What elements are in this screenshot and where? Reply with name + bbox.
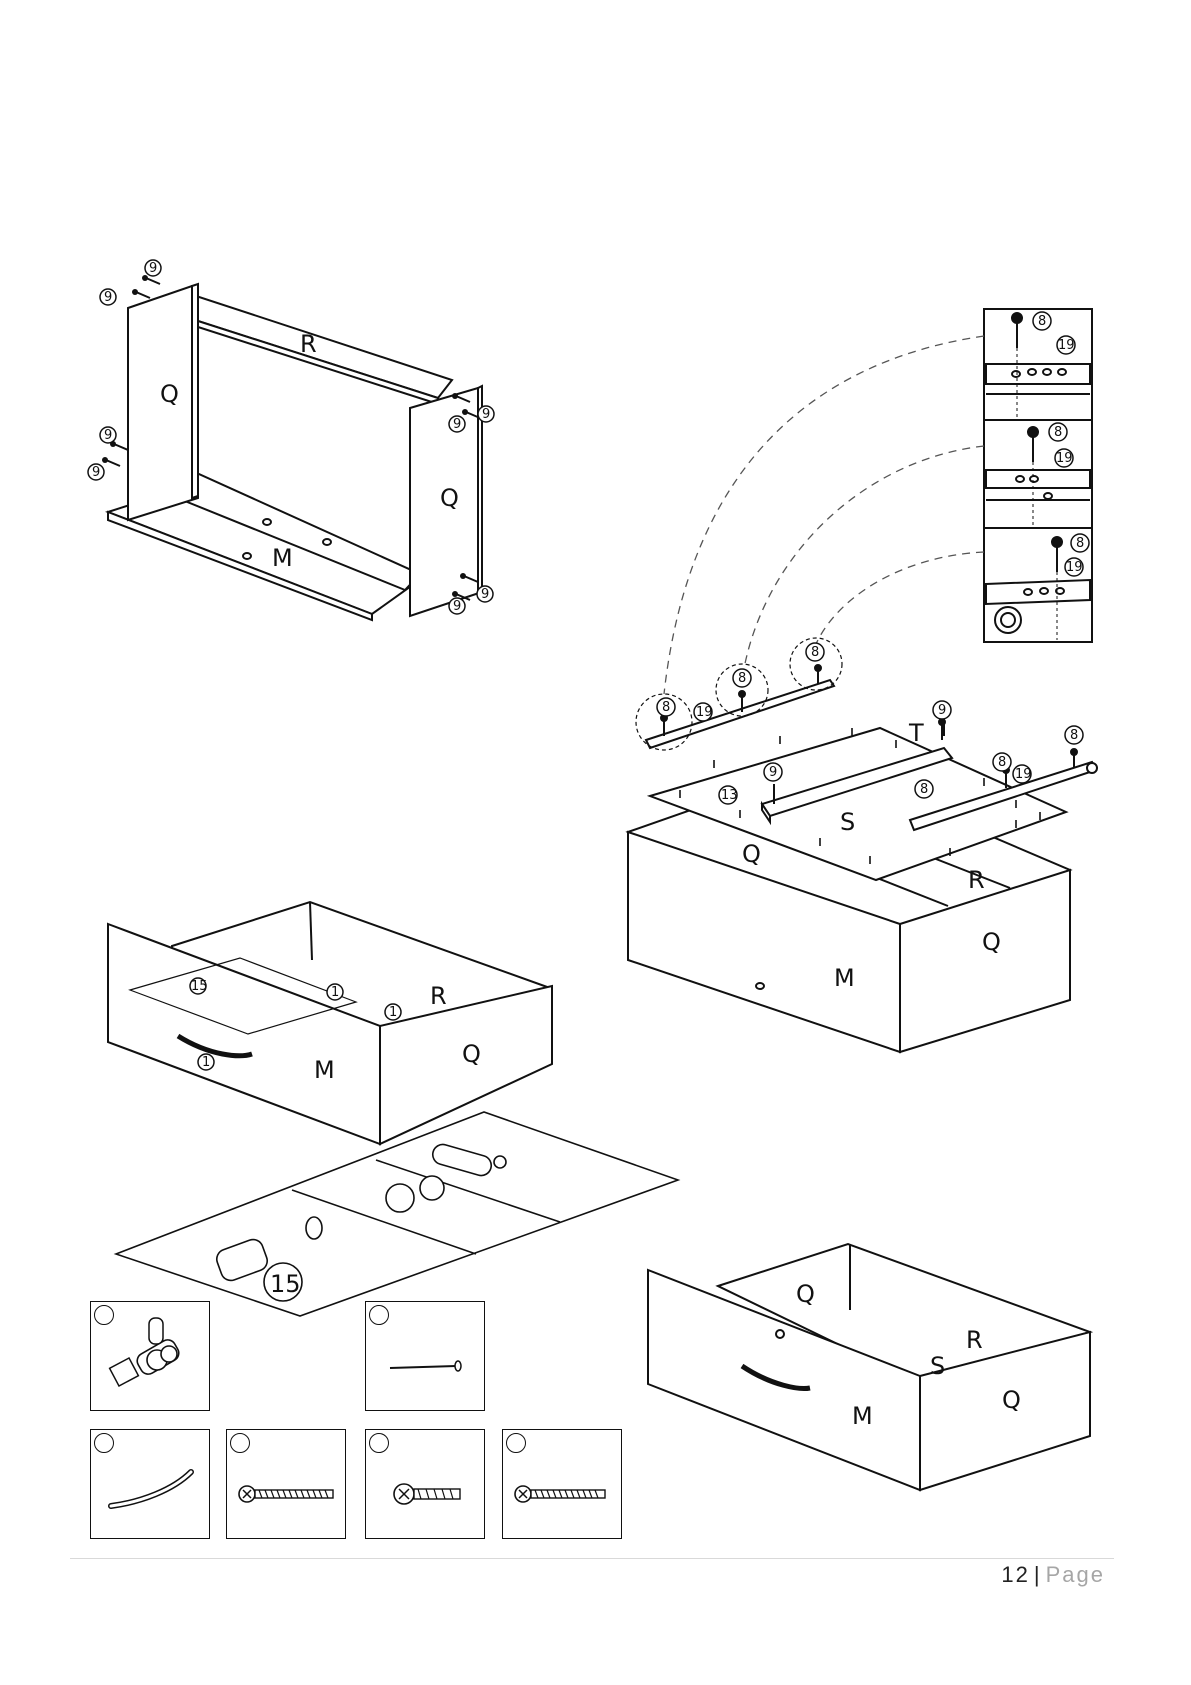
- callout-number: 9: [769, 765, 777, 780]
- callout-number: 8: [811, 645, 819, 660]
- panel-label: Q: [1002, 1386, 1021, 1414]
- page-number-separator: |: [1034, 1562, 1042, 1587]
- panel-label: M: [314, 1056, 335, 1084]
- hardware-box-handle: [90, 1429, 210, 1539]
- finished-drawer: [648, 1244, 1090, 1490]
- callout-number: 19: [1015, 767, 1032, 782]
- callout-number: 8: [1076, 536, 1084, 551]
- callout-number: 19: [696, 705, 713, 720]
- short-screw-icon: [366, 1430, 486, 1540]
- panel-label: M: [272, 544, 293, 572]
- panel-label: Q: [160, 380, 179, 408]
- panel-label: Q: [796, 1280, 815, 1308]
- callout-number: 8: [662, 700, 670, 715]
- panel-label: Q: [982, 928, 1001, 956]
- callout-number: 9: [481, 587, 489, 602]
- callout-number: 8: [998, 755, 1006, 770]
- panel-label: T: [908, 719, 924, 747]
- panel-label: R: [430, 982, 447, 1010]
- callout-number: 1: [389, 1005, 397, 1020]
- cam-lock-icon: [91, 1302, 211, 1412]
- step-drawer-runners: [628, 680, 1097, 1052]
- hardware-box-cam-lock: [90, 1301, 210, 1411]
- step-frame-assembly: [108, 284, 482, 620]
- callout-number: 9: [938, 703, 946, 718]
- panel-label: Q: [462, 1040, 481, 1068]
- panel-label: Q: [742, 840, 761, 868]
- page-number-value: 12: [1001, 1562, 1029, 1587]
- hardware-box-long-screw: [226, 1429, 346, 1539]
- callout-number: 13: [721, 788, 738, 803]
- long-screw-icon: [227, 1430, 347, 1540]
- panel-label: S: [930, 1352, 945, 1380]
- panel-label: R: [968, 866, 985, 894]
- callout-number: 9: [453, 599, 461, 614]
- panel-label: R: [300, 330, 317, 358]
- callout-number: 9: [104, 428, 112, 443]
- callout-number: 9: [453, 417, 461, 432]
- medium-screw-icon: [503, 1430, 623, 1540]
- callout-number: 9: [149, 261, 157, 276]
- callout-number: 8: [738, 671, 746, 686]
- panel-label: Q: [440, 484, 459, 512]
- runner-detail-inset: [984, 309, 1092, 642]
- callout-number: 8: [1054, 425, 1062, 440]
- callout-number: 9: [482, 407, 490, 422]
- panel-label: R: [966, 1326, 983, 1354]
- detail-leader-arcs: [664, 336, 984, 694]
- callout-number: 8: [1070, 728, 1078, 743]
- panel-label: M: [852, 1402, 873, 1430]
- callout-number: 19: [1066, 560, 1083, 575]
- callout-number: 1: [202, 1055, 210, 1070]
- footer-divider: [70, 1558, 1114, 1559]
- callout-number: 8: [1038, 314, 1046, 329]
- handle-icon: [91, 1430, 211, 1540]
- hardware-box-nail: [365, 1301, 485, 1411]
- panel-label: M: [834, 964, 855, 992]
- callout-number-large: 15: [270, 1270, 301, 1298]
- nail-icon: [366, 1302, 486, 1412]
- callout-number: 19: [1056, 451, 1073, 466]
- callout-number: 1: [331, 985, 339, 1000]
- panel-label: S: [840, 808, 855, 836]
- callout-number: 9: [104, 290, 112, 305]
- step-lock-install: [108, 902, 552, 1144]
- callout-number: 8: [920, 782, 928, 797]
- callout-number: 19: [1058, 338, 1075, 353]
- lock-parts-enlarged: [116, 1112, 678, 1316]
- callout-number: 15: [191, 979, 208, 994]
- hardware-box-short-screw: [365, 1429, 485, 1539]
- hardware-box-medium-screw: [502, 1429, 622, 1539]
- page-number: 12|Page: [1001, 1562, 1105, 1588]
- callout-number: 9: [92, 465, 100, 480]
- page-word: Page: [1046, 1562, 1105, 1587]
